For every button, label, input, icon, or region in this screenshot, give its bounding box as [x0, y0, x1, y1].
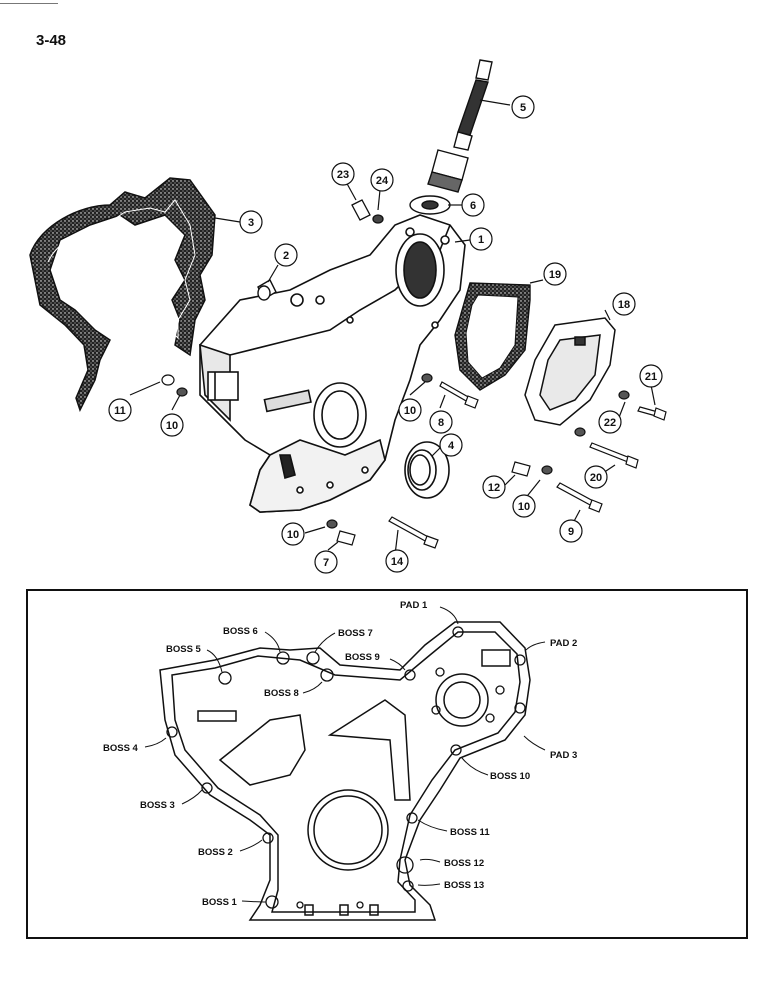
label-boss-9: BOSS 9	[345, 652, 380, 663]
label-boss-11: BOSS 11	[450, 827, 490, 838]
label-boss-1: BOSS 1	[202, 897, 238, 908]
callouts	[108, 95, 663, 574]
label-pad-3: PAD 3	[550, 750, 577, 761]
label-boss-2: BOSS 2	[198, 847, 233, 858]
sending-unit	[427, 59, 493, 193]
label-boss-8: BOSS 8	[264, 688, 299, 699]
cover-plate-gasket	[454, 282, 531, 391]
label-boss-5: BOSS 5	[166, 644, 202, 655]
callout-1: 1	[478, 234, 484, 246]
callout-10c: 10	[518, 501, 530, 513]
label-boss-4: BOSS 4	[103, 743, 139, 754]
callout-20: 20	[590, 472, 602, 484]
callout-19: 19	[549, 269, 561, 281]
callout-3: 3	[248, 217, 254, 229]
callout-5: 5	[520, 102, 526, 114]
callout-18: 18	[618, 299, 630, 311]
oil-seal	[404, 441, 450, 499]
page-number: 3-48	[36, 32, 67, 49]
callout-9: 9	[568, 526, 574, 538]
callout-7: 7	[323, 557, 329, 569]
detail-leaders	[144, 606, 546, 903]
callout-11: 11	[114, 405, 126, 417]
callout-14: 14	[391, 556, 404, 568]
cap-screws	[336, 381, 667, 549]
header-rule	[0, 3, 58, 4]
callout-22: 22	[604, 417, 616, 429]
label-boss-12: BOSS 12	[444, 858, 484, 869]
callout-21: 21	[645, 371, 657, 383]
cover-outline	[159, 621, 531, 921]
detail-labels: PAD 1 PAD 2 PAD 3 BOSS 1 BOSS 2 BOSS 3 B…	[103, 600, 577, 908]
callout-6: 6	[470, 200, 476, 212]
callout-10a: 10	[166, 420, 178, 432]
label-boss-7: BOSS 7	[338, 628, 373, 639]
dowel-pin	[257, 279, 277, 301]
callout-8: 8	[438, 417, 444, 429]
adapter-fitting	[409, 195, 451, 215]
cover-plate	[524, 317, 616, 426]
callout-10d: 10	[287, 529, 299, 541]
bolt-washer-top	[351, 199, 384, 224]
timing-gear-cover	[199, 214, 466, 513]
label-boss-13: BOSS 13	[444, 880, 484, 891]
label-boss-10: BOSS 10	[490, 771, 530, 782]
front-cover-gasket	[29, 177, 216, 412]
detail-frame	[26, 589, 748, 939]
callout-24: 24	[376, 175, 389, 187]
callout-23: 23	[337, 169, 349, 181]
callout-12: 12	[488, 482, 500, 494]
callout-10b: 10	[404, 405, 416, 417]
label-pad-2: PAD 2	[550, 638, 577, 649]
label-boss-6: BOSS 6	[223, 626, 258, 637]
callout-4: 4	[448, 440, 455, 452]
label-boss-3: BOSS 3	[140, 800, 175, 811]
callout-2: 2	[283, 250, 289, 262]
washers	[161, 373, 630, 529]
label-pad-1: PAD 1	[400, 600, 428, 611]
callout-numbers: 5 6 1 3 2 23 24 19 18 11 10 10 8 4 12 10…	[114, 102, 657, 569]
